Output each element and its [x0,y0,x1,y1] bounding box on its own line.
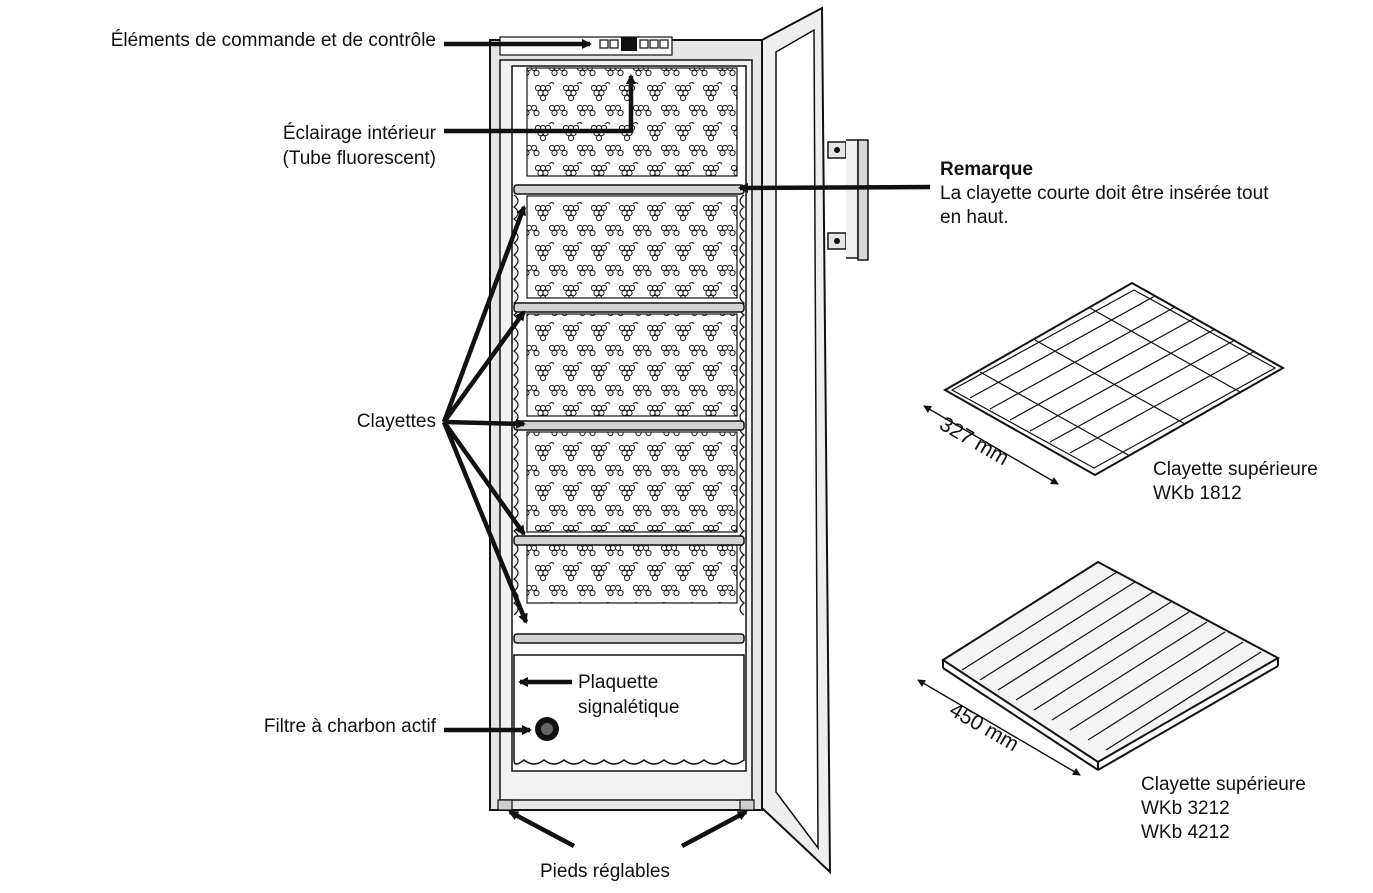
arrow-foot-left [508,810,576,848]
arrow-foot-right [680,810,748,848]
dimension-line-small [923,405,1059,485]
shelf-large-model-1: WKb 3212 [1141,798,1230,819]
arrow-shelf-5 [441,421,529,624]
shelves [513,184,745,644]
label-shelves: Clayettes [356,411,436,432]
label-feet: Pieds réglables [540,861,670,882]
label-charcoal-filter: Filtre à charbon actif [263,716,436,737]
label-lighting-line2: (Tube fluorescent) [282,148,436,169]
note-line2: en haut. [940,207,1009,228]
arrow-note [738,182,931,193]
arrow-shelf-1 [441,205,527,423]
door-handle[interactable] [827,139,869,261]
arrow-shelf-3 [443,418,526,429]
shelf-large-illustration [917,560,1281,776]
label-controls: Éléments de commande et de contrôle [110,30,436,51]
shelf-large-dimension: 450 mm [946,698,1023,756]
note-title: Remarque [940,159,1033,180]
shelf-large-model-2: WKb 4212 [1141,822,1230,843]
arrow-shelf-2 [442,310,526,424]
note-line1: La clayette courte doit être insérée tou… [940,183,1269,204]
shelf-small-name: Clayette supérieure [1153,459,1318,480]
arrow-lighting [444,74,636,134]
door[interactable] [761,6,832,875]
arrow-shelf-4 [442,420,526,536]
dimension-line-large [917,679,1081,776]
charcoal-filter-icon [535,717,559,741]
adjustable-feet [497,799,755,811]
shelf-small-model: WKb 1812 [1153,483,1242,504]
leader-arrows [441,39,931,848]
shelf-large-name: Clayette supérieure [1141,774,1306,795]
bottle-racks [513,67,745,616]
label-lighting-line1: Éclairage intérieur [282,123,436,144]
label-rating-plate-line1: Plaquette [578,672,659,693]
label-rating-plate-line2: signalétique [578,697,680,718]
shelf-small-illustration [923,281,1286,485]
